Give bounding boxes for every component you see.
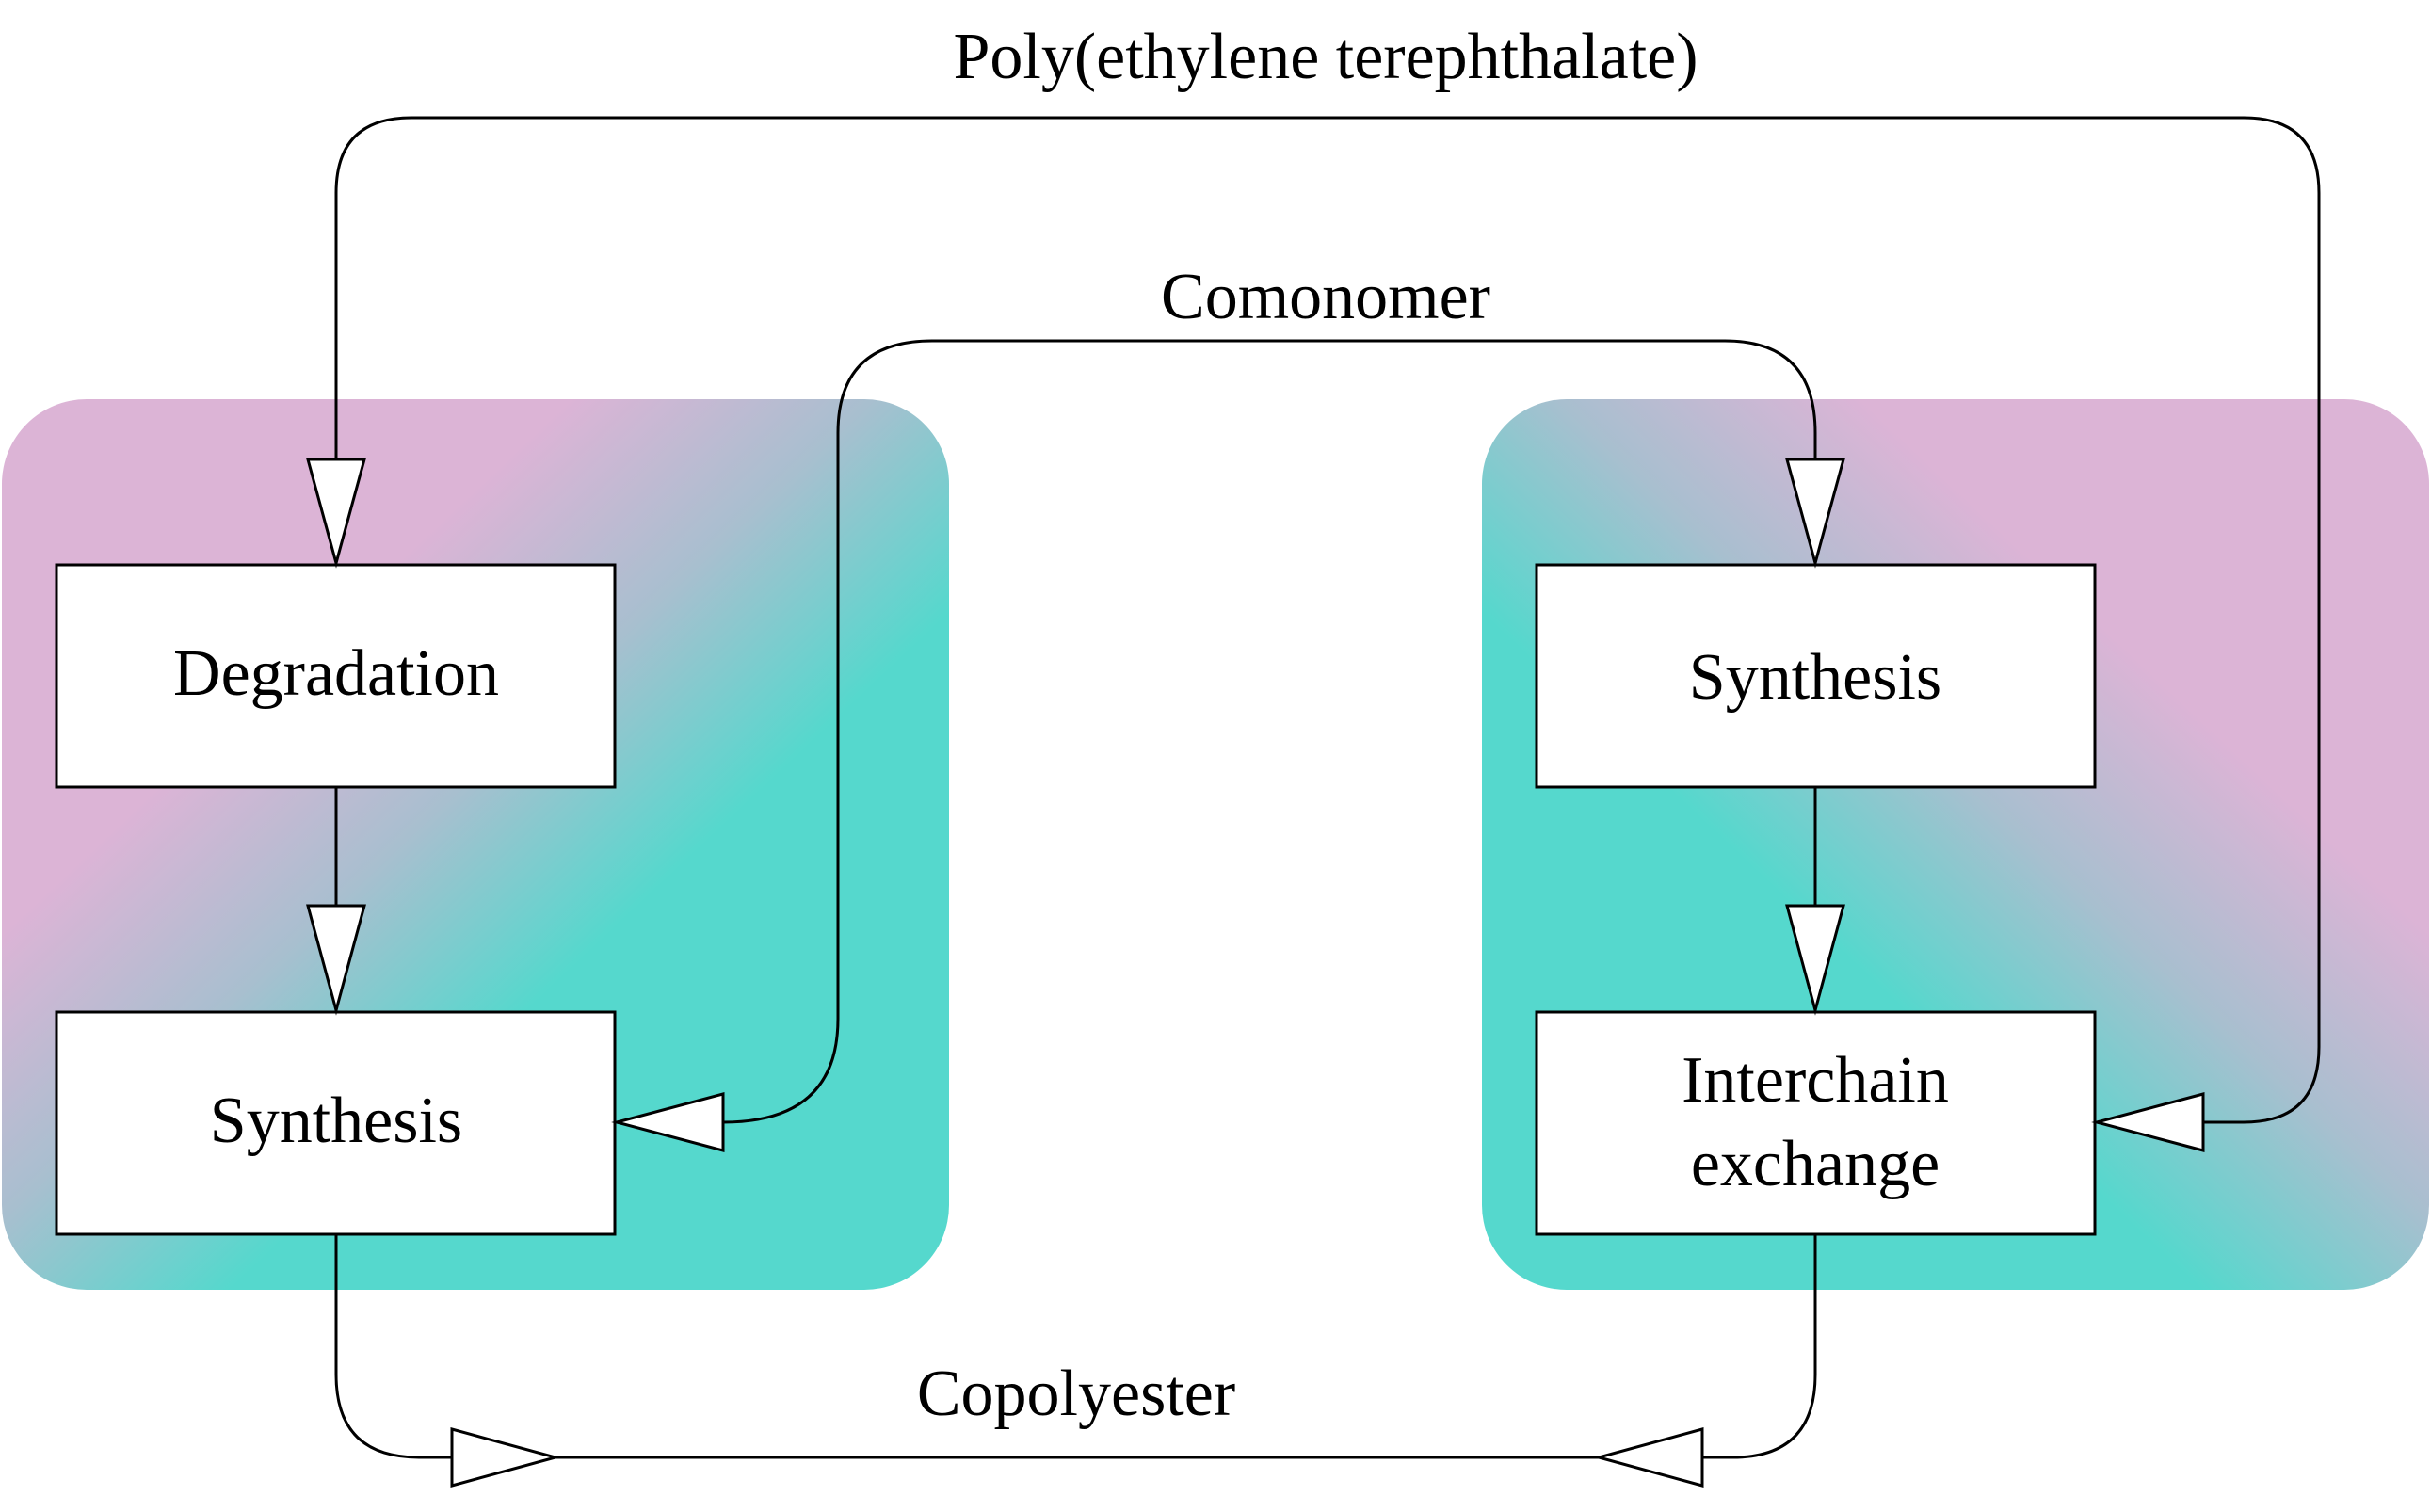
exchange-label: exchange bbox=[1691, 1128, 1940, 1200]
comonomer-connector bbox=[722, 339, 1817, 1124]
arrowhead-into-left-synthesis bbox=[306, 904, 366, 1016]
pet-label: Poly(ethylene terephthalate) bbox=[953, 21, 1698, 93]
arrowhead-into-right-synthesis bbox=[1785, 458, 1845, 569]
copolyester-label: Copolyester bbox=[917, 1358, 1235, 1430]
left-synthesis-label: Synthesis bbox=[210, 1085, 462, 1157]
pet-connector bbox=[334, 116, 2321, 1124]
arrowhead-into-interchain-exchange bbox=[1785, 904, 1845, 1016]
comonomer-label: Comonomer bbox=[1161, 261, 1490, 333]
arrowhead-pet-into-interchain-exchange bbox=[2091, 1092, 2205, 1152]
arrowhead-comonomer-into-left-synthesis bbox=[611, 1092, 725, 1152]
copolyester-connector-left bbox=[334, 1234, 555, 1459]
interchain-exchange-box bbox=[1535, 1010, 2097, 1236]
arrowhead-copolyester-left bbox=[450, 1427, 561, 1488]
degradation-label: Degradation bbox=[173, 637, 499, 710]
degradation-box bbox=[55, 563, 617, 789]
arrowhead-into-degradation bbox=[306, 458, 366, 569]
arrowhead-copolyester-right bbox=[1593, 1427, 1704, 1488]
left-synthesis-box bbox=[55, 1010, 617, 1236]
interchain-label: Interchain bbox=[1682, 1044, 1949, 1117]
copolyester-connector-right bbox=[1599, 1234, 1817, 1459]
right-synthesis-label: Synthesis bbox=[1689, 641, 1941, 714]
